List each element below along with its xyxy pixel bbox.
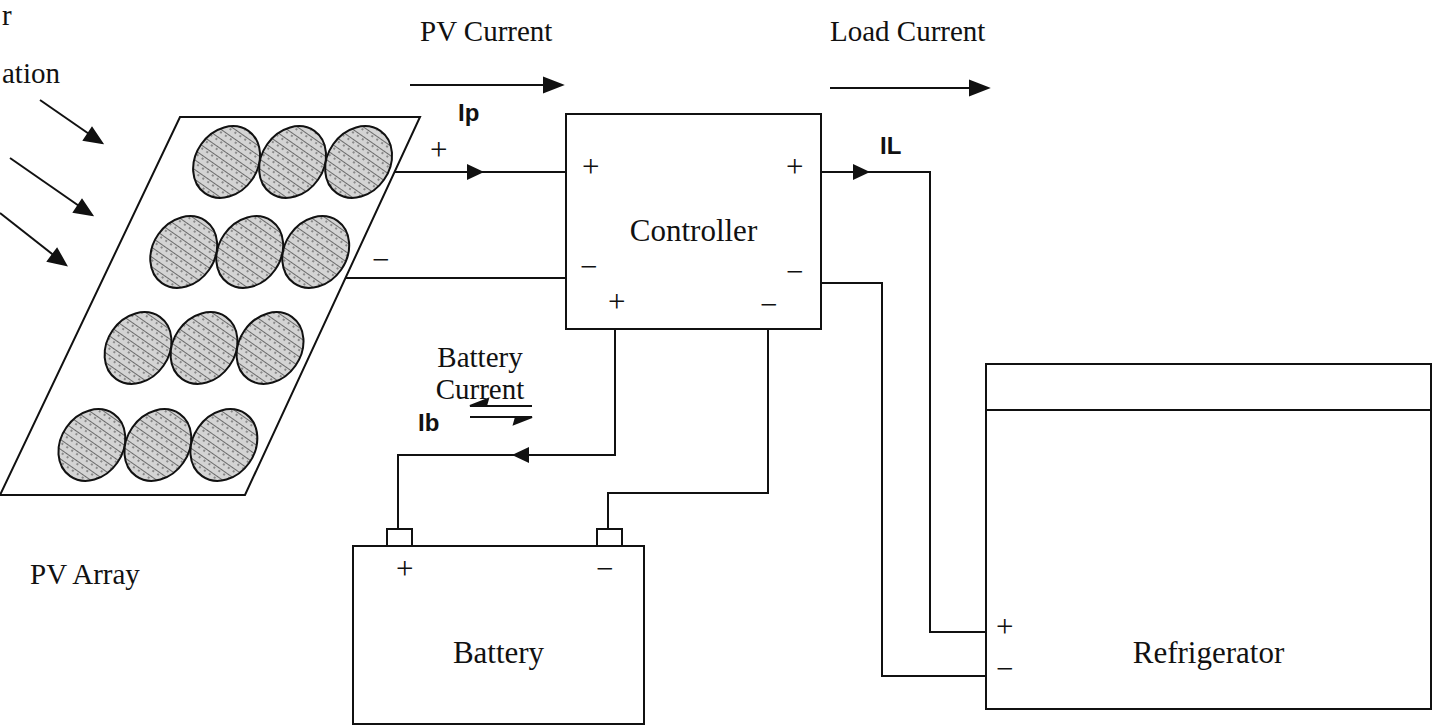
- wire-connector: [395, 164, 565, 180]
- arrow-head: [853, 164, 870, 180]
- pv-cell: [177, 396, 271, 494]
- polarity-sign: −: [786, 255, 803, 289]
- polarity-sign: −: [596, 552, 613, 586]
- wire-connector: [345, 278, 565, 279]
- radiation-label: ation: [2, 58, 60, 90]
- current-label: Battery Current: [412, 342, 548, 406]
- battery-terminal: [386, 528, 413, 547]
- wire-connector: [822, 164, 985, 632]
- battery-terminal: [596, 528, 623, 547]
- polarity-sign: −: [996, 652, 1013, 686]
- current-symbol: Ip: [458, 100, 479, 126]
- current-symbol: Ib: [418, 410, 439, 436]
- polarity-sign: −: [372, 243, 389, 277]
- solar-radiation-arrows: [0, 100, 102, 265]
- wire-connector: [822, 283, 985, 676]
- arrow-head: [467, 164, 484, 180]
- wire-line: [822, 283, 985, 676]
- wire-line: [608, 330, 768, 545]
- refrigerator-label: Refrigerator: [987, 635, 1430, 671]
- battery-label: Battery: [354, 635, 643, 671]
- polarity-sign: +: [582, 150, 599, 184]
- refrigerator-top-band: [987, 409, 1430, 411]
- current-label: Load Current: [830, 16, 985, 48]
- pv-array-heading: PV Array: [30, 558, 140, 591]
- wire-line: [398, 330, 615, 545]
- current-symbol: IL: [880, 133, 901, 159]
- controller-label: Controller: [567, 213, 820, 249]
- pv-cell: [269, 203, 363, 301]
- polarity-sign: +: [396, 552, 413, 586]
- controller-box: Controller: [565, 113, 822, 330]
- pv-cell: [311, 113, 405, 211]
- wire-connector: [398, 330, 615, 545]
- pv-array-node: PV Array: [0, 100, 430, 610]
- wire-line: [822, 172, 985, 632]
- radiation-label: r: [2, 0, 12, 32]
- polarity-sign: +: [786, 150, 803, 184]
- pv-cell: [223, 299, 317, 397]
- pv-panel-drawing: [0, 100, 430, 610]
- current-direction-arrows: [410, 78, 988, 95]
- current-label: PV Current: [420, 16, 552, 48]
- polarity-sign: +: [430, 133, 447, 167]
- wire-line: [345, 277, 565, 279]
- polarity-sign: −: [580, 250, 597, 284]
- polarity-sign: +: [608, 285, 625, 319]
- arrow-head: [512, 447, 529, 463]
- polarity-sign: −: [760, 288, 777, 322]
- refrigerator-box: Refrigerator: [985, 363, 1432, 710]
- wire-connector: [608, 330, 768, 545]
- polarity-sign: +: [996, 610, 1013, 644]
